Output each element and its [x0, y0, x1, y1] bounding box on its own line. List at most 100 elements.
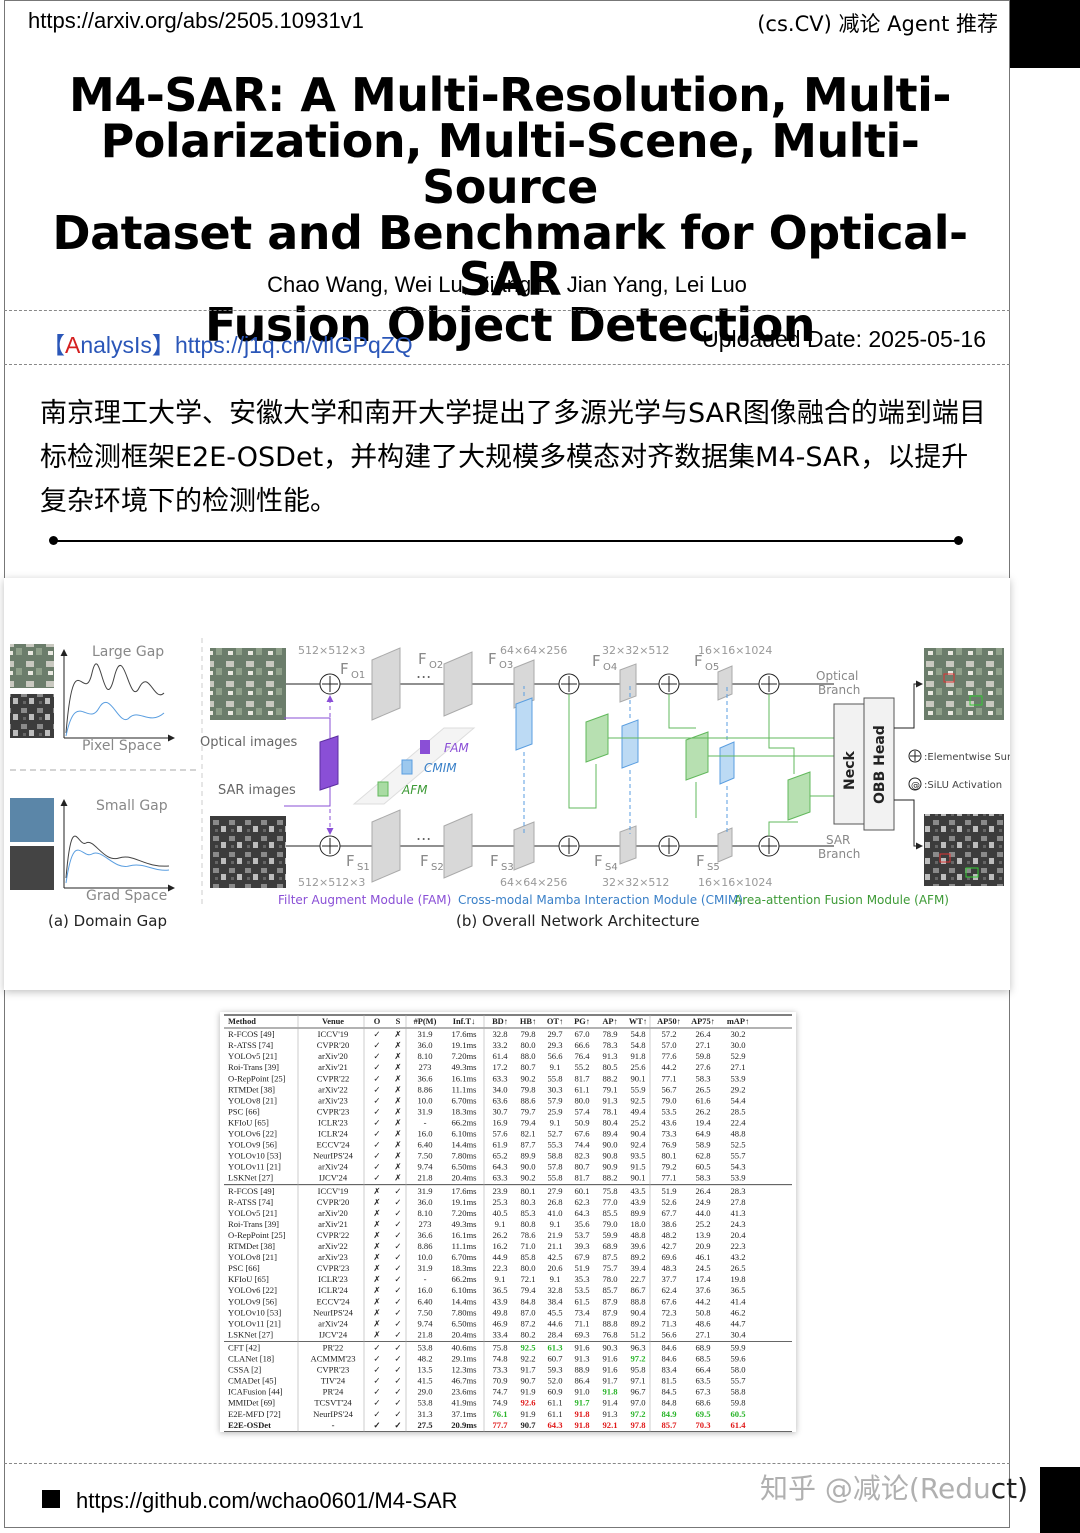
table-cell: 75.7: [602, 1263, 618, 1273]
small-gap-label: Small Gap: [96, 798, 168, 814]
network-caption: (b) Overall Network Architecture: [456, 912, 700, 930]
figure-svg: Large Gap Pixel Space Small Gap Grad Spa…: [10, 638, 1017, 930]
table-method-cell: YOLOv8 [21]: [228, 1095, 277, 1105]
table-cell: 53.8: [417, 1398, 432, 1408]
svg-text:F: F: [420, 852, 429, 870]
table-method-cell: YOLOv10 [53]: [228, 1151, 281, 1161]
table-cell: ✓: [373, 1398, 380, 1408]
table-cell: 34.0: [492, 1084, 507, 1094]
table-cell: arXiv'23: [318, 1252, 348, 1262]
domain-gap-caption: (a) Domain Gap: [48, 912, 167, 930]
table-cell: 20.4: [730, 1230, 746, 1240]
watermark-text: ct): [990, 1472, 1029, 1505]
table-cell: ✓: [373, 1420, 380, 1430]
table-cell: ✓: [373, 1040, 380, 1050]
table-cell: 49.3ms: [451, 1062, 477, 1072]
table-cell: NeurIPS'24: [313, 1151, 353, 1161]
table-cell: 29.2: [730, 1084, 745, 1094]
table-cell: 49.3ms: [451, 1219, 477, 1229]
github-link[interactable]: https://github.com/wchao0601/M4-SAR: [76, 1488, 458, 1513]
sar-images-label: SAR images: [218, 783, 296, 798]
table-cell: 48.6: [695, 1318, 711, 1328]
table-method-cell: YOLOv9 [56]: [228, 1140, 277, 1150]
table-cell: 36.0: [417, 1197, 432, 1207]
table-cell: 28.5: [730, 1106, 745, 1116]
afm-blocks: [585, 713, 811, 821]
table-cell: 82.1: [520, 1129, 535, 1139]
table-cell: 31.9: [417, 1106, 432, 1116]
grad-curve-b: [65, 849, 170, 884]
analysis-link[interactable]: 【AnalysIs】https://j1q.cn/vlIGPqZQ: [42, 326, 413, 360]
table-cell: 57.2: [661, 1029, 676, 1039]
table-method-cell: RTMDet [38]: [228, 1241, 275, 1251]
table-cell: 19.4: [695, 1117, 711, 1127]
svg-text:O5: O5: [705, 662, 719, 673]
table-cell: ✗: [373, 1329, 380, 1339]
table-cell: 61.1: [574, 1084, 589, 1094]
table-cell: 27.1: [730, 1062, 745, 1072]
legend-afm-swatch: [377, 781, 389, 797]
table-cell: 78.6: [520, 1230, 536, 1240]
table-cell: 81.7: [574, 1173, 590, 1183]
table-cell: 8.10: [417, 1208, 432, 1218]
table-cell: 32.8: [547, 1285, 562, 1295]
svg-text:S5: S5: [707, 862, 720, 873]
table-cell: 87.0: [520, 1307, 535, 1317]
table-cell: 49.4: [630, 1106, 646, 1116]
table-cell: 9.74: [417, 1162, 433, 1172]
table-cell: 85.8: [520, 1252, 535, 1262]
table-cell: 97.0: [630, 1398, 645, 1408]
table-cell: 55.7: [730, 1151, 746, 1161]
table-cell: 51.2: [630, 1329, 645, 1339]
table-cell: 30.0: [730, 1040, 745, 1050]
table-cell: 97.2: [630, 1409, 645, 1419]
table-cell: 92.2: [520, 1354, 535, 1364]
dim-label: 512×512×3: [298, 644, 365, 657]
arxiv-url[interactable]: https://arxiv.org/abs/2505.10931v1: [28, 8, 364, 33]
table-cell: 73.4: [574, 1307, 590, 1317]
table-cell: 78.9: [602, 1029, 617, 1039]
table-cell: 59.6: [730, 1354, 746, 1364]
table-cell: 14.4ms: [451, 1140, 477, 1150]
output-arrow: [894, 680, 923, 729]
table-cell: 64.3: [547, 1420, 562, 1430]
table-cell: 57.9: [547, 1095, 562, 1105]
svg-text:S3: S3: [501, 862, 514, 873]
table-cell: ✗: [373, 1208, 380, 1218]
table-cell: 32.8: [492, 1029, 507, 1039]
table-cell: 71.1: [574, 1318, 589, 1328]
table-cell: 72.1: [520, 1274, 535, 1284]
table-cell: 29.7: [547, 1029, 563, 1039]
legend-fam-label: FAM: [444, 741, 469, 755]
table-cell: 51.9: [574, 1263, 589, 1273]
table-header-cell: HB↑: [520, 1017, 536, 1026]
table-method-cell: YOLOv11 [21]: [228, 1318, 281, 1328]
table-cell: -: [332, 1420, 335, 1430]
table-cell: 78.1: [602, 1106, 617, 1116]
table-cell: 76.9: [661, 1140, 676, 1150]
table-header-cell: Method: [228, 1017, 256, 1026]
bracket: 【: [42, 332, 65, 358]
pixel-curve-b: [65, 701, 165, 737]
optical-branch-label: Optical: [816, 669, 858, 683]
table-cell: TCSVT'24: [314, 1398, 352, 1408]
table-cell: ✓: [373, 1029, 380, 1039]
table-cell: 69.3: [574, 1329, 589, 1339]
table-cell: 79.0: [602, 1219, 617, 1229]
svg-text:F: F: [594, 852, 603, 870]
table-cell: 91.3: [602, 1051, 617, 1061]
table-cell: 27.8: [730, 1197, 745, 1207]
table-cell: 59.9: [602, 1230, 617, 1240]
table-cell: ✓: [394, 1263, 401, 1273]
table-cell: 73.3: [661, 1129, 676, 1139]
table-cell: 40.5: [492, 1208, 507, 1218]
table-cell: 76.4: [574, 1051, 590, 1061]
analysis-url[interactable]: https://j1q.cn/vlIGPqZQ: [174, 332, 413, 358]
table-method-cell: ICAFusion [44]: [228, 1387, 283, 1397]
table-cell: 31.9: [417, 1186, 432, 1196]
table-cell: 88.0: [520, 1051, 535, 1061]
sar-branch-label: SAR: [826, 833, 850, 847]
table-cell: 53.9: [730, 1073, 745, 1083]
table-cell: 91.0: [574, 1387, 589, 1397]
table-cell: 25.2: [630, 1117, 645, 1127]
